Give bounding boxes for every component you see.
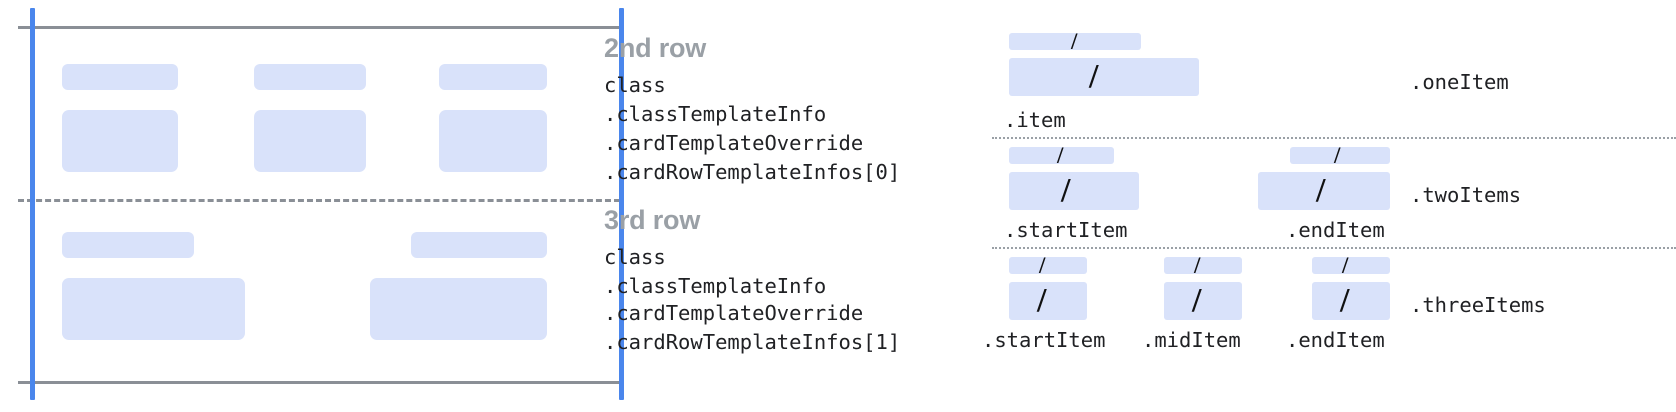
item-label-box: / (1009, 257, 1087, 274)
item-label-box: / (1009, 33, 1141, 50)
third-row-class-template-info: .classTemplateInfo (604, 274, 827, 298)
slash-glyph: / (1340, 282, 1350, 319)
item-label-box: / (1009, 147, 1114, 164)
second-row-heading: 2nd row (604, 33, 707, 63)
item-label-box: / (1312, 257, 1390, 274)
slash-glyph: / (1061, 172, 1071, 209)
placeholder-value (439, 110, 547, 172)
second-row-card-template-override: .cardTemplateOverride (604, 131, 864, 155)
item-caption: .endItem (1286, 218, 1385, 242)
item-value-box: / (1009, 58, 1199, 96)
item-label-box: / (1290, 147, 1390, 164)
item-caption: .endItem (1286, 328, 1385, 352)
third-row-class-line: class (604, 245, 666, 269)
left-edge-guide (30, 8, 35, 400)
item-caption: .midItem (1142, 328, 1241, 352)
slash-glyph: / (1194, 257, 1201, 274)
placeholder-label (254, 64, 366, 90)
third-row-card-template-override: .cardTemplateOverride (604, 301, 864, 325)
slash-glyph: / (1334, 147, 1341, 164)
item-value-box: / (1009, 282, 1087, 320)
card-row-template-preview (0, 0, 640, 412)
section-side-label: .twoItems (1410, 183, 1522, 207)
section-side-label: .oneItem (1410, 70, 1509, 94)
placeholder-value (254, 110, 366, 172)
slash-glyph: / (1089, 58, 1099, 95)
item-arrangements-legend: / / .item .oneItem / / .startItem / / .e… (960, 0, 1676, 412)
slash-glyph: / (1057, 147, 1064, 164)
second-row-class-template-info: .classTemplateInfo (604, 102, 827, 126)
placeholder-value (62, 278, 245, 340)
third-row-card-row-template-infos: .cardRowTemplateInfos[1] (604, 330, 901, 354)
item-value-box: / (1164, 282, 1242, 320)
top-boundary-rule (18, 26, 620, 29)
slash-glyph: / (1316, 172, 1326, 209)
placeholder-label (62, 232, 194, 258)
second-row-card-row-template-infos: .cardRowTemplateInfos[0] (604, 160, 901, 184)
placeholder-label (62, 64, 178, 90)
placeholder-label (439, 64, 547, 90)
slash-glyph: / (1192, 282, 1202, 319)
item-caption: .item (1004, 108, 1066, 132)
item-value-box: / (1312, 282, 1390, 320)
section-side-label: .threeItems (1410, 293, 1546, 317)
row-annotations: 2nd row class .classTemplateInfo .cardTe… (604, 0, 944, 412)
placeholder-value (370, 278, 547, 340)
item-label-box: / (1164, 257, 1242, 274)
right-edge-guide (619, 8, 624, 400)
bottom-boundary-rule (18, 381, 620, 384)
item-caption: .startItem (1004, 218, 1128, 242)
placeholder-label (411, 232, 547, 258)
item-value-box: / (1258, 172, 1390, 210)
section-divider-dotted (992, 137, 1676, 139)
section-divider-dotted (992, 247, 1676, 249)
second-row-class-line: class (604, 73, 666, 97)
slash-glyph: / (1039, 257, 1046, 274)
slash-glyph: / (1071, 33, 1078, 50)
item-value-box: / (1009, 172, 1139, 210)
row-divider-dashed (18, 199, 620, 202)
slash-glyph: / (1342, 257, 1349, 274)
placeholder-value (62, 110, 178, 172)
third-row-heading: 3rd row (604, 205, 701, 235)
item-caption: .startItem (982, 328, 1106, 352)
slash-glyph: / (1037, 282, 1047, 319)
